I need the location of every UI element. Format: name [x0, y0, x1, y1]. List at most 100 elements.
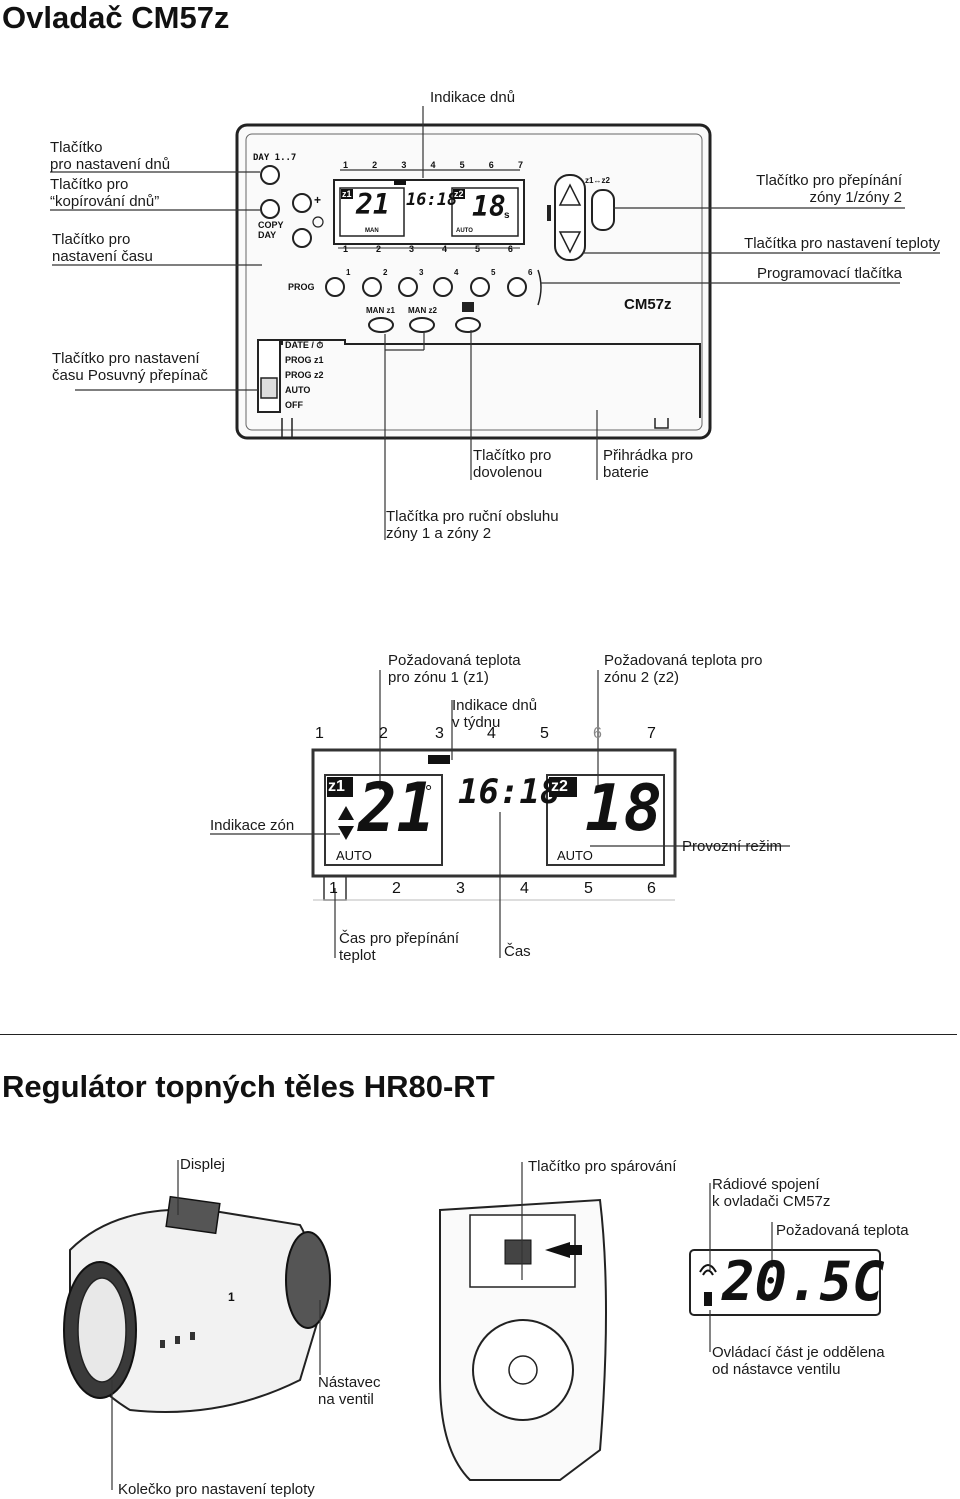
hr80-lcd-frame: [689, 1249, 881, 1316]
plus-button-label: +: [314, 193, 322, 207]
time-button-shape: [292, 228, 312, 248]
label-valve-adapter: Nástavec na ventil: [318, 1374, 381, 1408]
device-day-bottom-number: 2: [375, 244, 381, 254]
zoom-day-number: 6: [593, 725, 602, 742]
device-day-bottom-numbers: 1 2 3 4 5 6: [343, 244, 513, 254]
hr80-body-drawing: [63, 1195, 331, 1413]
prog-number: 3: [419, 268, 424, 277]
temp-up-arrow-icon: [558, 183, 582, 206]
zoom-auto-z2: AUTO: [557, 848, 593, 863]
label-copy-days-button: Tlačítko pro “kopírování dnů”: [50, 176, 160, 210]
radio-signal-icon: [699, 1264, 717, 1276]
prog-button-1: [325, 277, 345, 297]
zoom-z1-tag-bg: [327, 777, 353, 797]
slider-position: PROG z1: [285, 355, 324, 365]
callout-lines-zoom: [210, 670, 790, 958]
hr80-button-slots: [160, 1332, 195, 1348]
prog-number: 5: [491, 268, 496, 277]
hr80-dial-mark: 1: [228, 1290, 235, 1304]
zoom-z2-degree: °: [647, 782, 655, 802]
hr80-wheel-face: [77, 1277, 127, 1383]
callout-lines-top: [50, 106, 940, 540]
device-inner-frame: [245, 133, 703, 431]
battery-compartment: [281, 339, 701, 418]
label-program-buttons: Programovací tlačítka: [756, 265, 902, 282]
slider-position: OFF: [285, 400, 303, 410]
device-lcd-z2-temp: 18: [472, 190, 506, 223]
slider-track: [257, 339, 281, 413]
device-day-bottom-number: 5: [474, 244, 480, 254]
zoom-z1-degree: °: [425, 782, 433, 802]
zoom-z2-temp: 18: [585, 772, 663, 846]
zoom-bottom-day: 1: [329, 880, 338, 897]
device-lcd-z1-temp: 21: [356, 188, 390, 221]
device-lcd-day-marker: [394, 180, 406, 185]
prog-button-3: [398, 277, 418, 297]
label-day-indication: Indikace dnů: [430, 89, 516, 106]
zoom-days-top: 1 2 3 4 5 6 7: [313, 725, 663, 745]
zoom-bottom-day: 6: [647, 880, 656, 897]
zoom-z2-box: [546, 774, 665, 866]
prog-button-5: [470, 277, 490, 297]
thermometer-icon: [547, 205, 551, 221]
prog-buttons: [325, 277, 527, 297]
page-title: Ovladač CM57z: [2, 0, 230, 35]
device-day-number: 7: [517, 160, 523, 170]
man-z1-button-label: MAN z1: [366, 306, 395, 315]
zoom-day-number: 2: [379, 725, 388, 742]
label-temp-set-buttons: Tlačítka pro nastavení teploty: [744, 235, 940, 252]
label-day-set-button: Tlačítko pro nastavení dnů: [50, 139, 171, 173]
device-day-number: 6: [488, 160, 494, 170]
prog-bracket: [537, 269, 542, 306]
label-radio: Rádiové spojení k ovladači CM57z: [712, 1176, 831, 1210]
man-z2-button-label: MAN z2: [408, 306, 437, 315]
zoom-day-number: 4: [487, 725, 496, 742]
device-day-bottom-number: 1: [343, 244, 349, 254]
label-time-set-button: Tlačítko pro nastavení času: [52, 231, 153, 265]
slider-positions: DATE / ⏱ PROG z1 PROG z2 AUTO OFF: [285, 338, 324, 413]
device-day-number: 2: [372, 160, 378, 170]
hr80-pair-button: [504, 1239, 532, 1265]
device-day-bottom-number: 4: [441, 244, 447, 254]
zoom-z2-tag-bg: [549, 777, 577, 797]
label-separated: Ovládací část je oddělena od nástavce ve…: [712, 1344, 885, 1378]
slider-knob: [260, 377, 278, 399]
label-time: Čas: [504, 943, 531, 960]
plus-button-shape: [292, 193, 312, 213]
foot-left: [281, 418, 293, 438]
slider-position: AUTO: [285, 385, 311, 395]
zoom-z1-box: [324, 774, 443, 866]
clock-icon: [312, 216, 324, 228]
device-lcd-time: 16:18: [406, 190, 458, 210]
device-lcd-z1: z1: [341, 189, 353, 199]
device-lcd-z2: z2: [453, 189, 465, 199]
callout-lines-hr80: [111, 1160, 773, 1490]
label-display: Displej: [180, 1156, 226, 1173]
zoom-z1-tag: z1: [328, 778, 345, 795]
device-lcd-z2-unit: s: [504, 210, 510, 221]
device-day-number: 4: [430, 160, 436, 170]
prog-number: 2: [383, 268, 388, 277]
label-days-week: Indikace dnů v týdnu: [452, 697, 538, 731]
prog-button-4: [433, 277, 453, 297]
foot-right: [654, 418, 669, 429]
label-manual-buttons: Tlačítka pro ruční obsluhu zóny 1 a zóny…: [386, 508, 559, 542]
zoom-up-arrow-icon: [338, 806, 354, 820]
prog-button-6: [507, 277, 527, 297]
prog-button-label: PROG: [288, 282, 315, 292]
device-day-bottom-number: 3: [408, 244, 414, 254]
label-switch-time: Čas pro přepínání teplot: [339, 930, 460, 964]
device-day-number: 3: [401, 160, 407, 170]
label-req-temp-z1: Požadovaná teplota pro zónu 1 (z1): [388, 652, 521, 686]
device-day-ruler-numbers: 1 2 3 4 5 6 7: [343, 160, 523, 170]
zoom-z1-temp: 21: [358, 770, 436, 848]
device-model-label: CM57z: [624, 296, 672, 313]
zone-switch-button-shape: [591, 189, 615, 231]
holiday-button-shape: [455, 317, 481, 333]
zoom-z2-tag: z2: [551, 778, 568, 795]
man-z2-button-shape: [409, 317, 435, 333]
section-divider: [0, 1034, 957, 1035]
prog-button-2: [362, 277, 382, 297]
zone-switch-label: z1↔z2: [585, 176, 610, 185]
